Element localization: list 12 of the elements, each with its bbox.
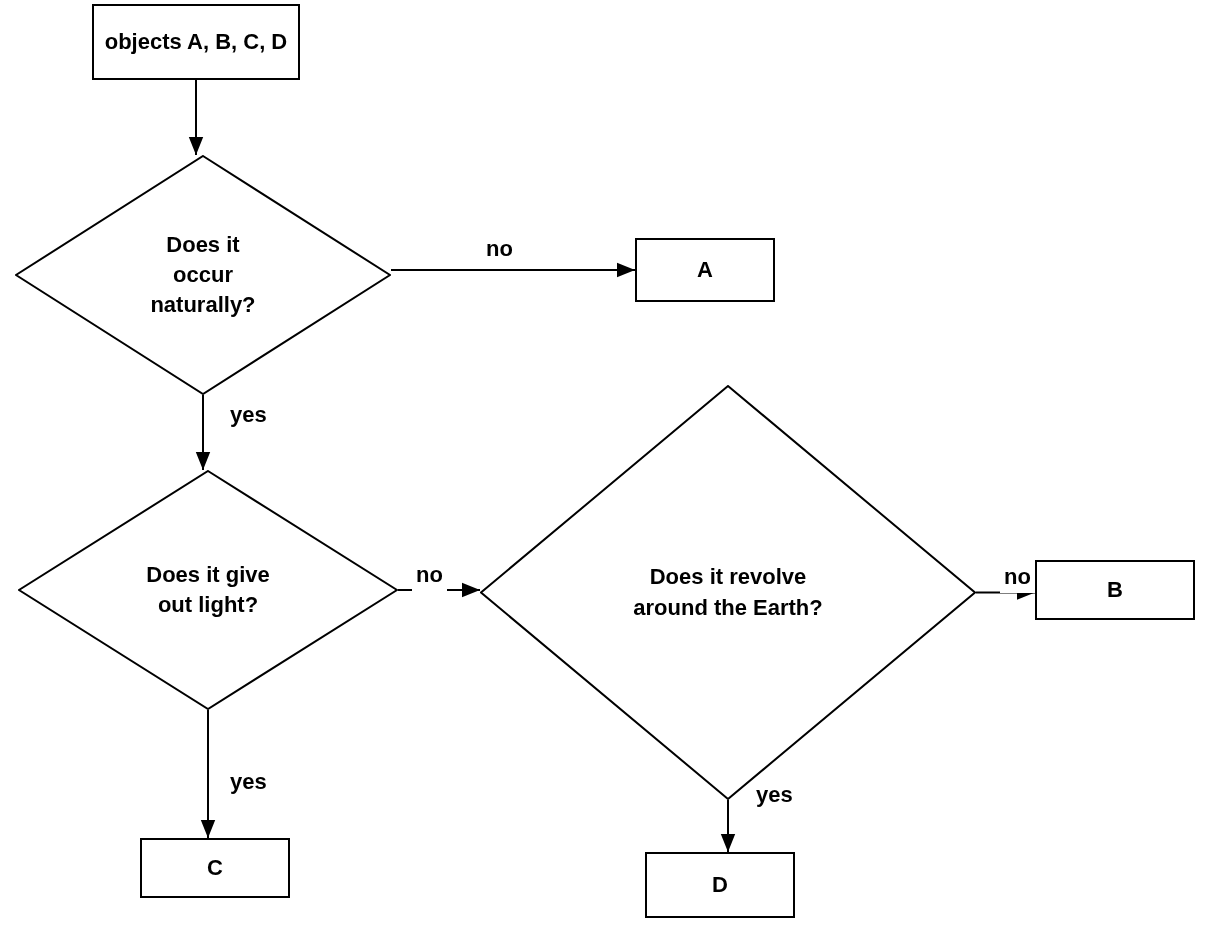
arrow [390, 262, 636, 278]
arrow [195, 394, 211, 471]
process-box: D [645, 852, 795, 918]
decision-diamond: Does it occur naturally? [15, 155, 391, 395]
arrow [720, 799, 736, 853]
arrow [200, 709, 216, 839]
process-box: C [140, 838, 290, 898]
decision-diamond: Does it give out light? [18, 470, 398, 710]
process-box: A [635, 238, 775, 302]
process-box: objects A, B, C, D [92, 4, 300, 80]
arrow [188, 79, 204, 156]
process-box: B [1035, 560, 1195, 620]
